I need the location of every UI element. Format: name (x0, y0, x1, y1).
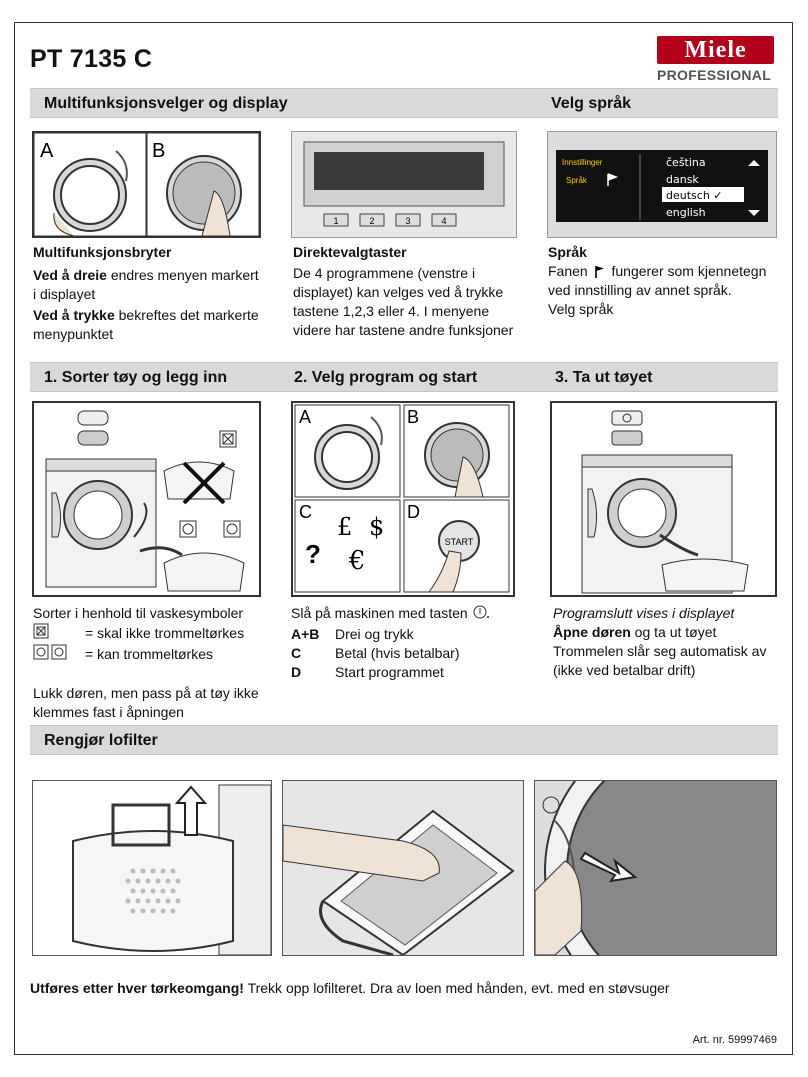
multifunction-illustration: A B (32, 131, 261, 238)
lint-filter-clean-illustration (282, 780, 524, 956)
direct-text: Direktevalgtaster De 4 programmene (vens… (293, 244, 514, 338)
section-bar-lint: Rengjør lofilter (30, 725, 778, 755)
article-number: Art. nr. 59997469 (692, 1034, 777, 1046)
miele-logo: Miele PROFESSIONAL (657, 36, 777, 84)
question-symbol: ? (305, 539, 321, 569)
tumble-symbol-icon (33, 644, 85, 665)
svg-text:B: B (407, 407, 419, 427)
unload-illustration (550, 401, 777, 597)
start-label: START (445, 537, 474, 547)
svg-text:D: D (407, 502, 420, 522)
multi-heading: Multifunksjonsbryter (33, 244, 172, 260)
flag-icon (592, 265, 608, 279)
direct-heading: Direktevalgtaster (293, 244, 407, 260)
section-multi-title: Multifunksjonsvelger og display (44, 95, 288, 112)
dollar-symbol: $ (369, 513, 384, 541)
screen-settings: Innstillinger (562, 158, 603, 167)
lint-instruction: Utføres etter hver tørkeomgang! Trekk op… (30, 980, 670, 996)
step2-title: 2. Velg program og start (294, 369, 478, 386)
key-3: 3 (405, 216, 410, 226)
section-bar-steps: 1. Sorter tøy og legg inn 2. Velg progra… (30, 362, 778, 392)
lint-title: Rengjør lofilter (44, 732, 158, 749)
power-icon (472, 604, 490, 625)
language-illustration: Innstillinger Språk čeština dansk deutsc… (547, 131, 777, 238)
panel-letter-b: B (152, 140, 165, 162)
language-text: Språk Fanen fungerer som kjennetegn ved … (548, 244, 767, 317)
lang-dansk: dansk (666, 173, 699, 186)
no-tumble-symbol-icon (33, 623, 85, 644)
section-bar-top: Multifunksjonsvelger og display Velg spr… (30, 88, 778, 118)
lang-cestina: čeština (666, 156, 706, 169)
svg-text:C: C (299, 502, 312, 522)
step3-text: Programslutt vises i displayet Åpne døre… (553, 605, 767, 678)
direct-select-keys: 1 2 3 4 (323, 213, 457, 227)
lang-english: english (666, 206, 706, 219)
page-title: PT 7135 C (30, 45, 153, 73)
language-heading: Språk (548, 244, 587, 260)
page-frame (14, 22, 793, 1055)
multi-text: Multifunksjonsbryter Ved å dreie endres … (33, 244, 259, 342)
key-4: 4 (441, 216, 446, 226)
pound-symbol: £ (337, 513, 352, 541)
sort-laundry-illustration (32, 401, 261, 597)
logo-brand: Miele (657, 36, 774, 64)
svg-text:A: A (299, 407, 311, 427)
display-illustration: 1 2 3 4 (291, 131, 517, 238)
key-1: 1 (333, 216, 338, 226)
lang-deutsch: deutsch ✓ (666, 189, 723, 202)
step3-title: 3. Ta ut tøyet (555, 369, 653, 386)
euro-symbol: € (348, 546, 366, 576)
logo-sub: PROFESSIONAL (657, 67, 772, 83)
step1-text: Sorter i henhold til vaskesymboler = ska… (33, 605, 259, 720)
section-language-title: Velg språk (551, 95, 632, 112)
drum-illustration (534, 780, 777, 956)
screen-language: Språk (566, 176, 588, 185)
lint-filter-pull-illustration (32, 780, 272, 956)
panel-letter-a: A (40, 140, 54, 162)
program-start-illustration: A B C D £ $ ? € START (291, 401, 515, 597)
key-2: 2 (369, 216, 374, 226)
step1-title: 1. Sorter tøy og legg inn (44, 369, 228, 386)
